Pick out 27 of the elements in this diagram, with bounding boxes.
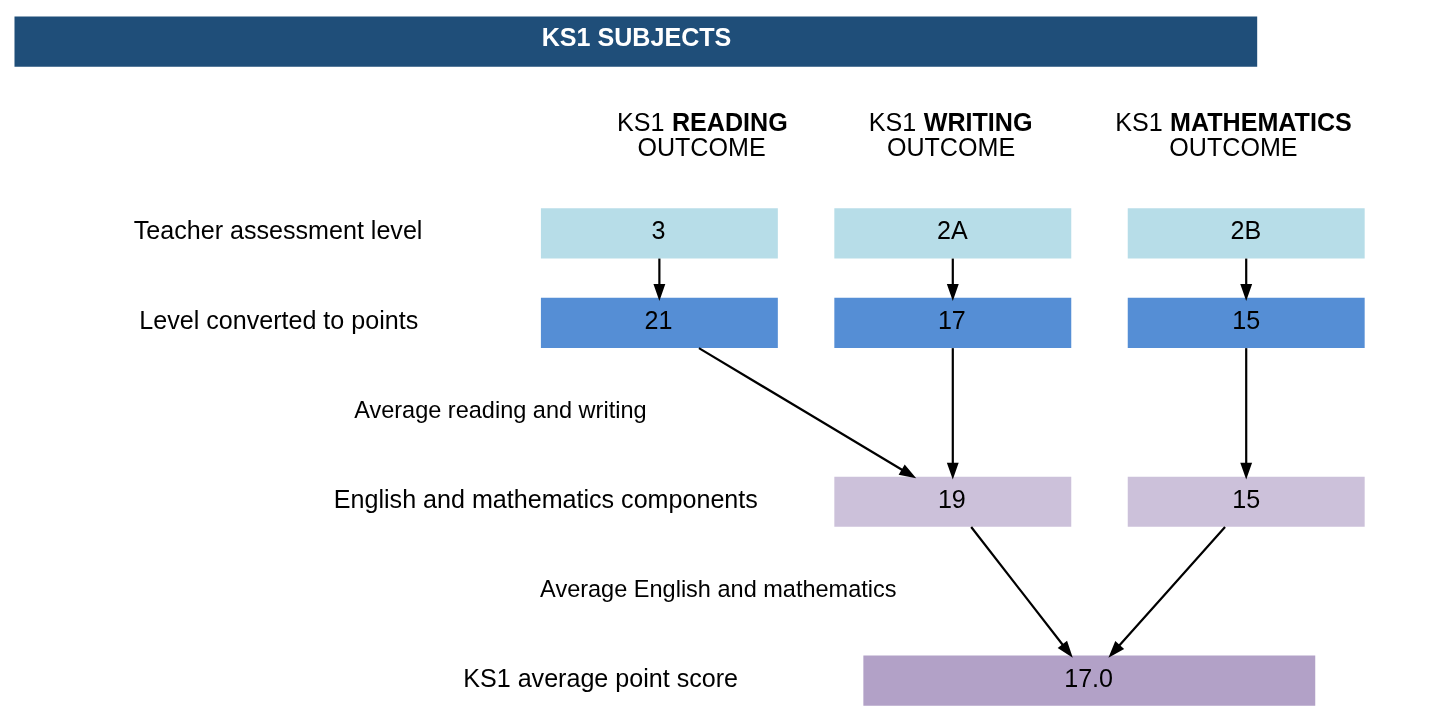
node-box: 15 bbox=[1127, 476, 1365, 527]
arrow bbox=[970, 525, 1073, 658]
label: KS1 WRITING OUTCOME bbox=[868, 107, 1033, 161]
node-box: 3 bbox=[540, 207, 778, 259]
label: KS1 READING OUTCOME bbox=[617, 107, 788, 161]
node-box: 19 bbox=[834, 476, 1072, 527]
label: Teacher assessment level bbox=[133, 215, 423, 244]
arrow bbox=[1108, 525, 1226, 658]
arrow bbox=[1240, 347, 1253, 480]
label: KS1 average point score bbox=[463, 663, 739, 692]
node-box: 15 bbox=[1127, 297, 1365, 348]
node-box: KS1 SUBJECTS bbox=[14, 16, 1258, 67]
label: Average reading and writing bbox=[354, 396, 647, 423]
node-box: 2A bbox=[834, 207, 1072, 259]
label: KS1 MATHEMATICS OUTCOME bbox=[1115, 107, 1352, 161]
label: English and mathematics components bbox=[333, 484, 758, 513]
arrow bbox=[946, 347, 959, 480]
arrow bbox=[946, 258, 959, 301]
arrow bbox=[653, 258, 666, 301]
arrow bbox=[698, 346, 917, 478]
arrow bbox=[1240, 258, 1253, 301]
label: Average English and mathematics bbox=[540, 575, 897, 602]
node-box: 17.0 bbox=[863, 655, 1316, 706]
node-box: 2B bbox=[1127, 207, 1365, 259]
node-box: 17 bbox=[834, 297, 1072, 348]
label: Level converted to points bbox=[139, 305, 419, 334]
node-box: 21 bbox=[540, 297, 778, 348]
